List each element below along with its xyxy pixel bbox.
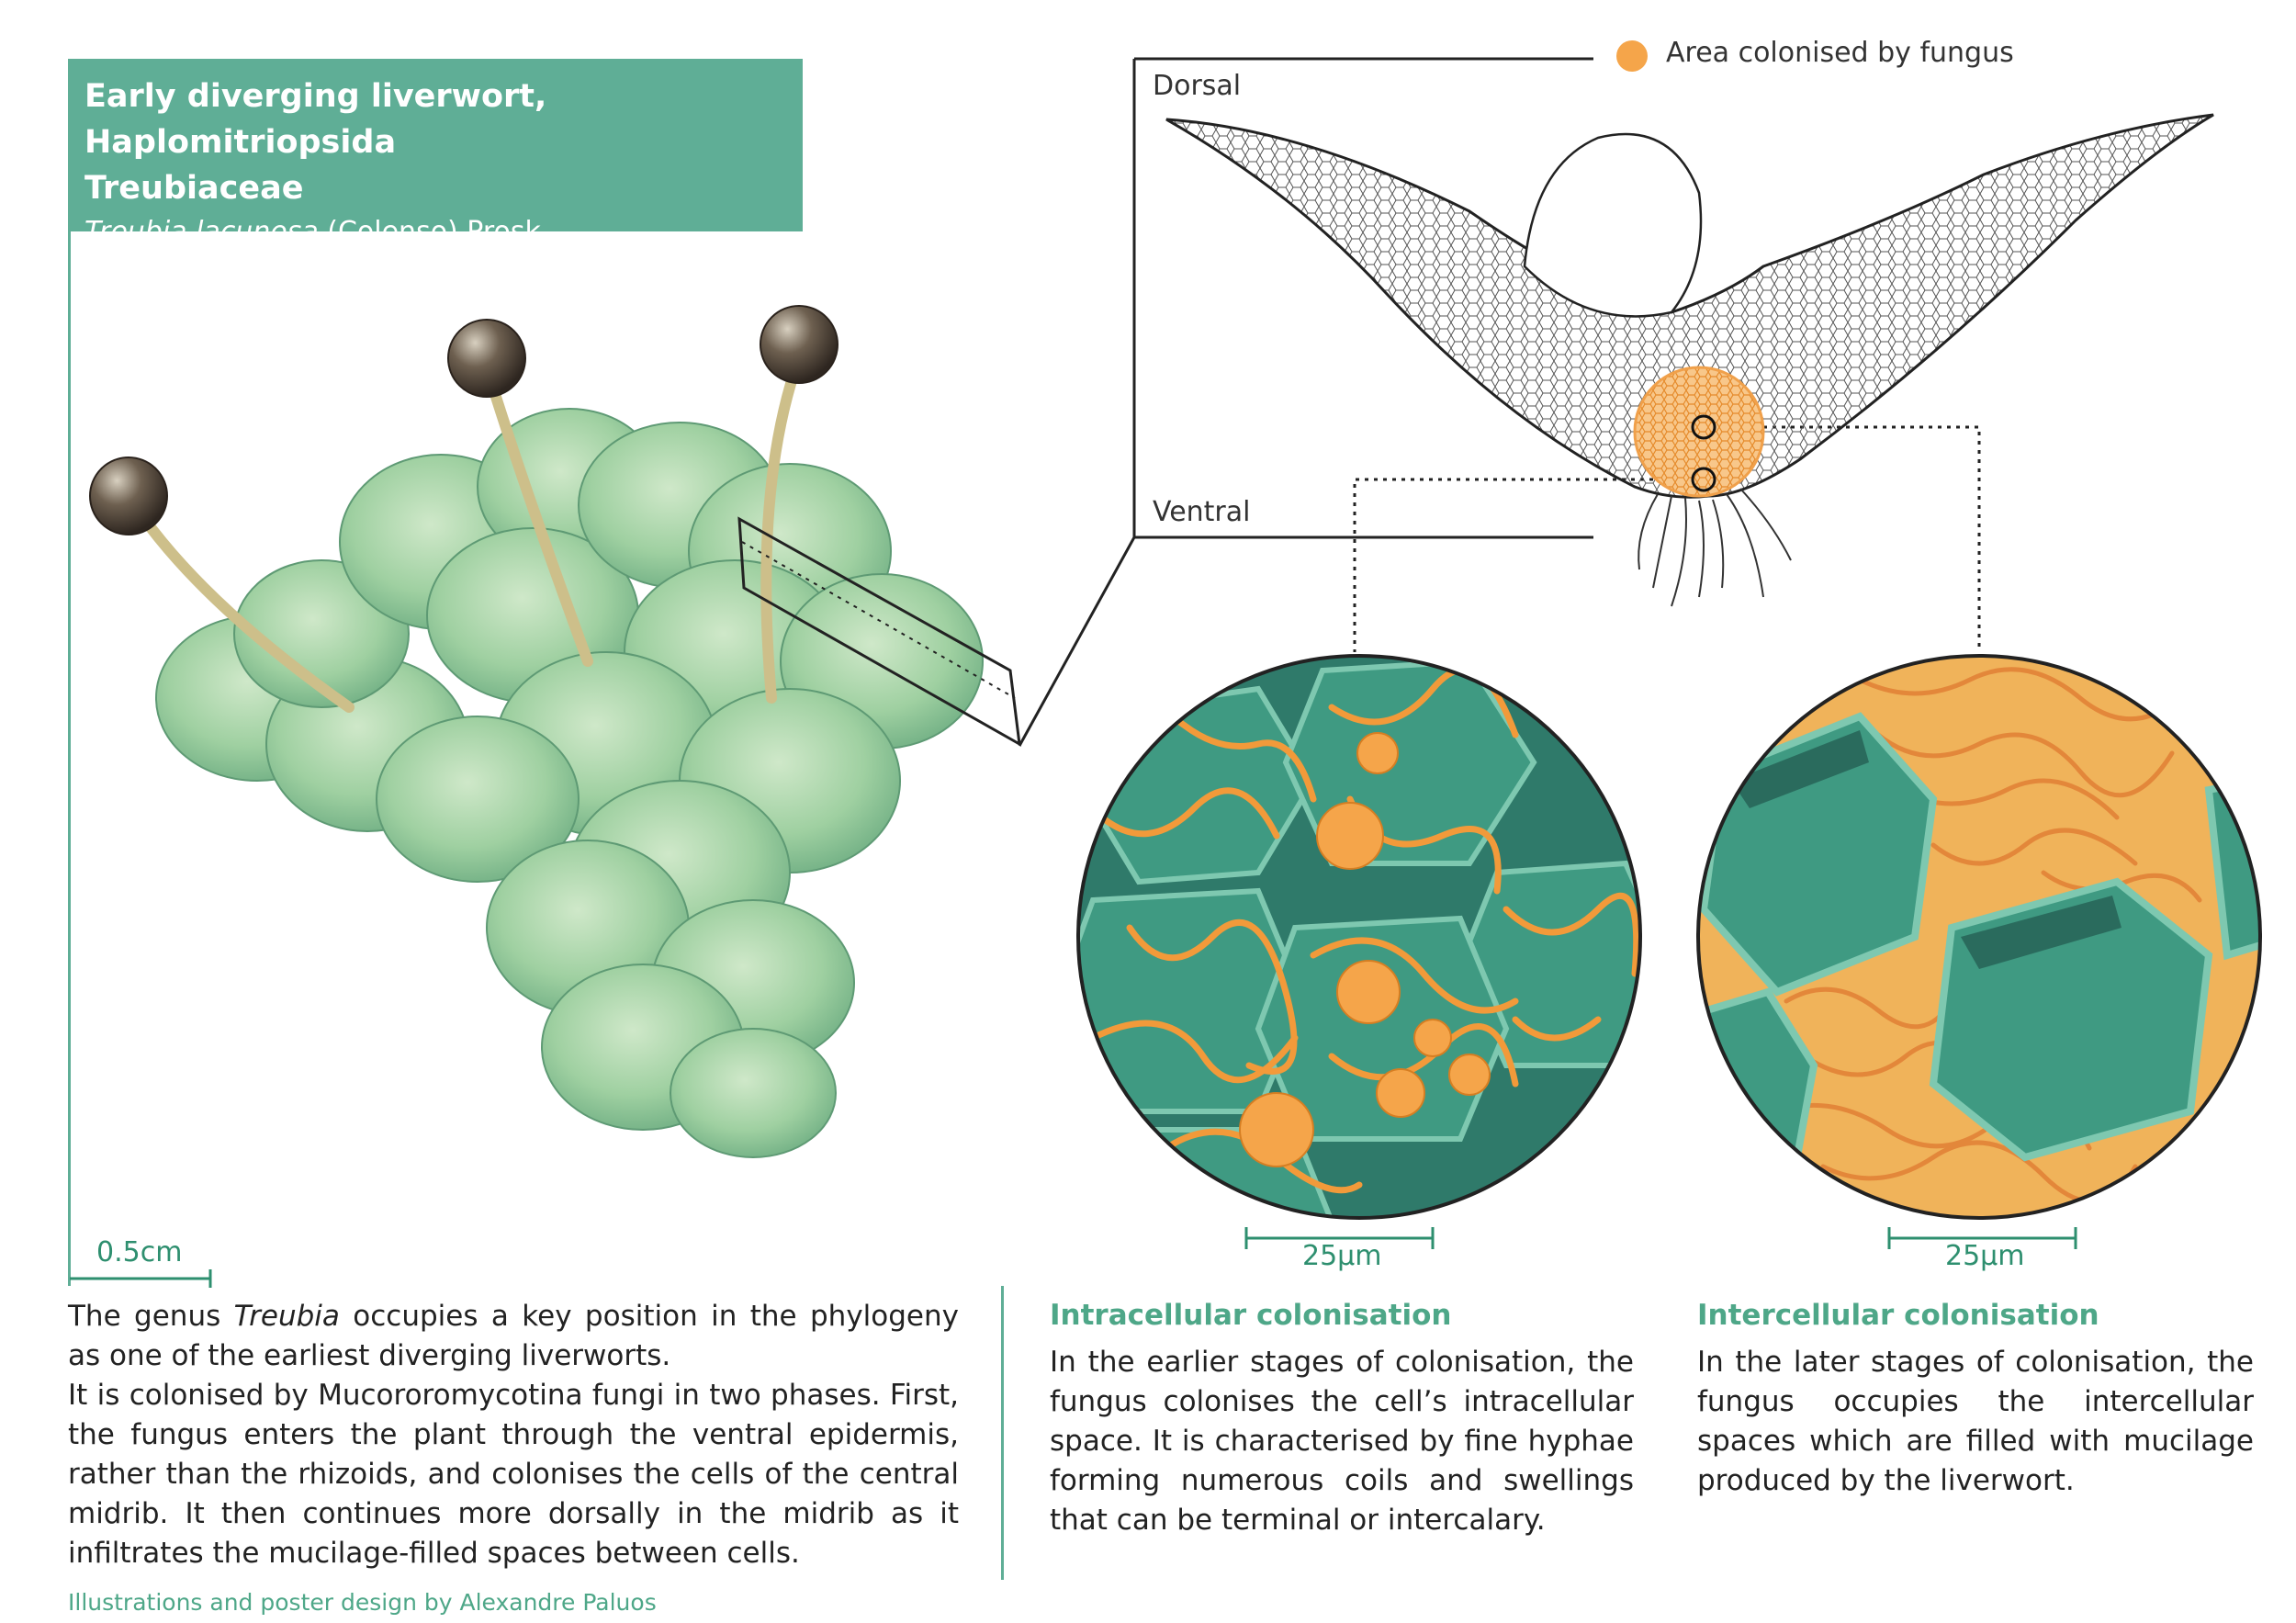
intracellular-scale-bar [1244,1227,1435,1249]
intracellular-text: In the earlier stages of colonisation, t… [1050,1346,1634,1537]
intercellular-scale-bar [1887,1227,2077,1249]
intercellular-heading: Intercellular colonisation [1697,1299,2099,1332]
title-line-2: Treubiaceae [84,170,304,207]
legend-label: Area colonised by fungus [1666,37,2014,69]
species-author: (Colenso) Prosk. [318,216,550,248]
legend-dot-fungus [1616,40,1648,72]
description-paragraph-2: It is colonised by Mucororomycotina fung… [68,1379,959,1570]
thallus-cross-section [1165,113,2214,607]
description-p1-end: occupies a key position in the phylogeny… [68,1300,959,1372]
title-line-1: Early diverging liverwort, Haplomitriops… [84,78,547,161]
genus-name: Treubia [233,1300,340,1333]
description-paragraph-1: The genus Treubia occupies a key positio… [68,1297,959,1376]
intercellular-text: In the later stages of colonisation, the… [1697,1346,2254,1497]
description-p1-start: The genus [68,1300,234,1333]
plant-scale-label: 0.5cm [96,1236,183,1268]
ventral-label: Ventral [1153,496,1251,528]
intercellular-magnified-view [1696,654,2262,1220]
dorsal-label: Dorsal [1153,70,1242,102]
plant-scale-bar [70,1269,212,1288]
left-frame-line [68,231,71,1286]
liverwort-plant-illustration [89,305,1021,1158]
intracellular-heading: Intracellular colonisation [1050,1299,1452,1332]
species-italic: Treubia lacunosa [84,216,319,248]
intracellular-scale-label: 25µm [1302,1240,1382,1272]
credit-line: Illustrations and poster design by Alexa… [68,1589,657,1616]
intracellular-magnified-view [1076,654,1642,1220]
intercellular-scale-label: 25µm [1945,1240,2025,1272]
species-name: Treubia lacunosa (Colenso) Prosk. [84,211,786,254]
title-block: Early diverging liverwort, Haplomitriops… [68,59,803,248]
column-divider [1001,1286,1004,1580]
description-text: The genus Treubia occupies a key positio… [68,1297,959,1573]
